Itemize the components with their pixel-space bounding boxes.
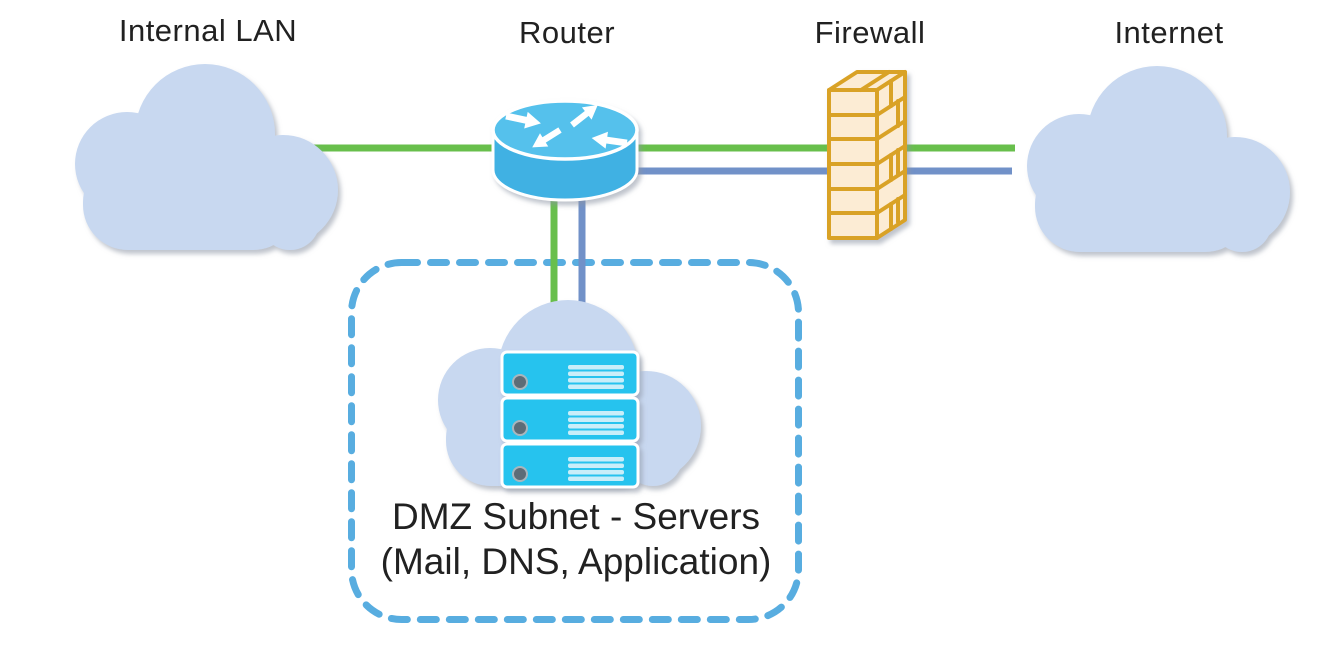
internet-cloud-icon [1027,66,1290,252]
server-led [512,466,528,482]
server-unit-1 [500,350,640,397]
blue-links [578,160,1012,303]
server-stack-icon [500,350,640,489]
clouds [75,64,1290,486]
internal-lan-cloud-icon [75,64,338,250]
dmz-caption-line2: (Mail, DNS, Application) [380,541,772,583]
server-vents [568,457,624,481]
server-led [512,420,528,436]
dmz-caption-line1: DMZ Subnet - Servers [391,496,761,537]
server-unit-3 [500,442,640,489]
firewall-icon [827,70,907,240]
firewall-brick-joints [827,70,907,231]
router-top [491,99,639,161]
server-unit-2 [500,396,640,443]
firewall-label: Firewall [814,15,926,50]
server-led [512,374,528,390]
dmz-caption: DMZ Subnet - Servers (Mail, DNS, Applica… [381,494,772,584]
internal-lan-label: Internal LAN [118,13,298,48]
router-label: Router [518,15,616,50]
dmz-boundary [348,259,802,623]
router-icon [491,98,639,202]
server-vents [568,411,624,435]
internet-label: Internet [1114,15,1224,50]
server-vents [568,365,624,389]
